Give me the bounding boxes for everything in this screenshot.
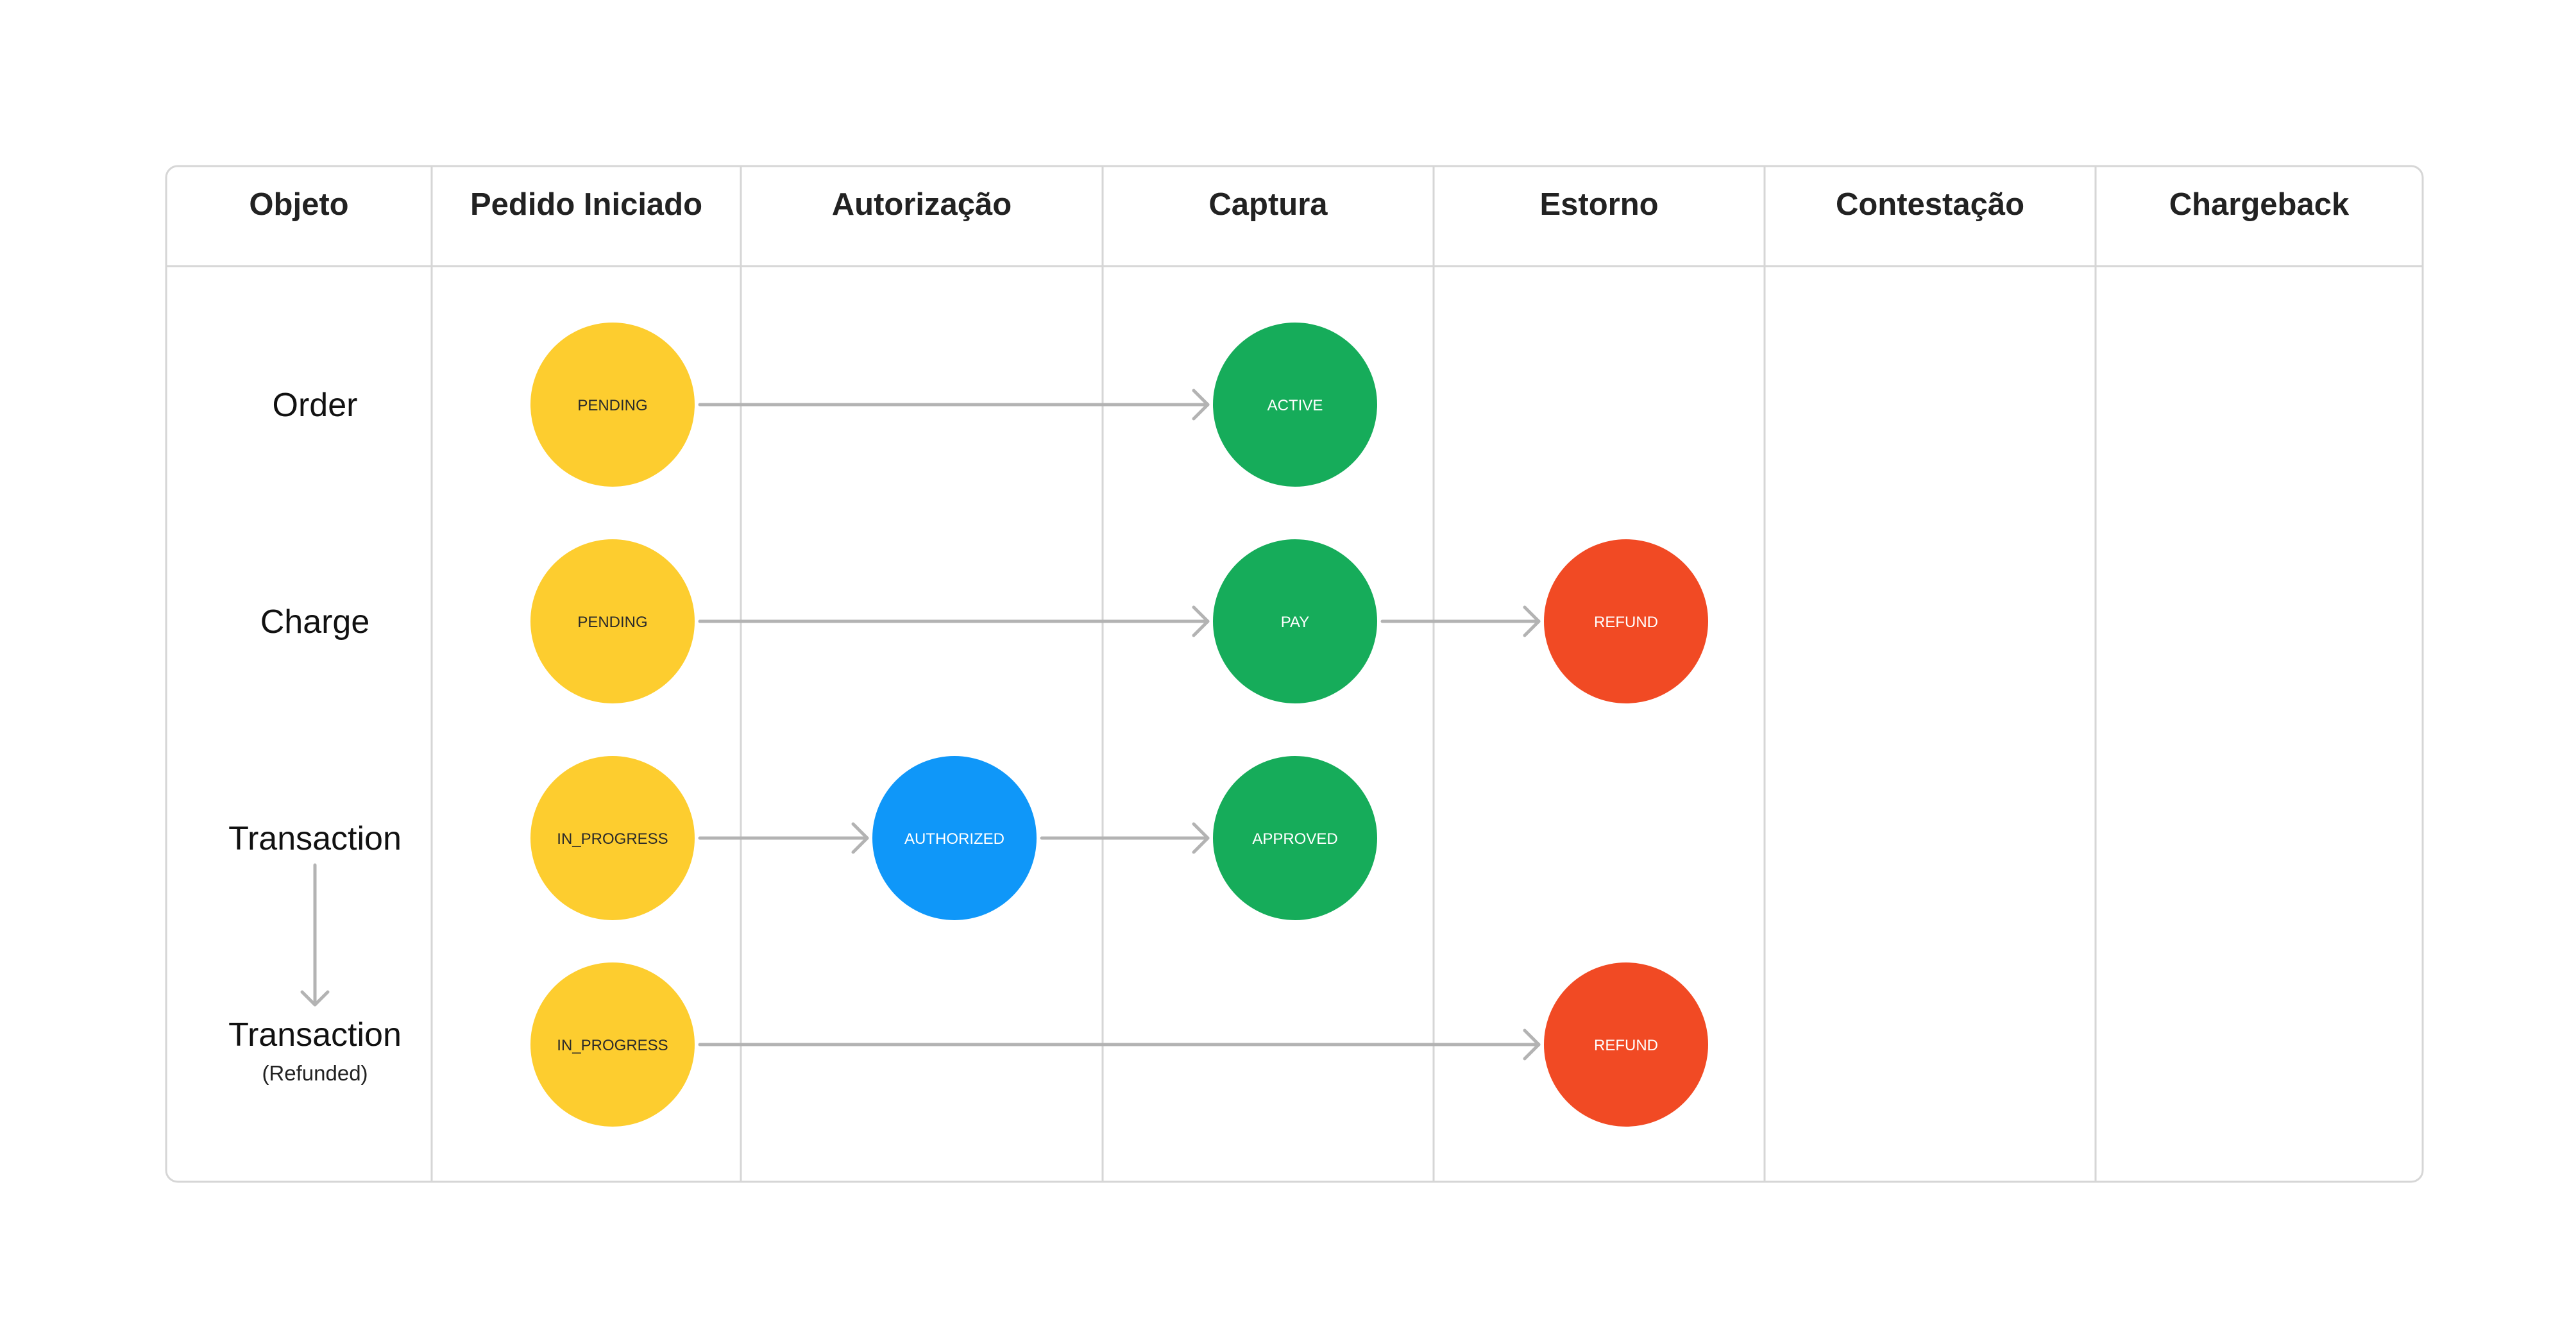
column-headers: Objeto Pedido Iniciado Autorização Captura E… [249,187,2350,222]
state-node-charge-pending: PENDING [530,539,695,703]
state-node-circle [530,962,695,1127]
state-node-label: PAY [1281,614,1309,631]
state-node-order-pending: PENDING [530,323,695,487]
table-border [165,165,2424,1183]
state-node-circle [530,756,695,920]
transition-arrow-head [1192,605,1210,637]
state-node-refunded-refund: REFUND [1544,962,1708,1127]
column-header-objeto: Objeto [249,187,348,222]
row-sublabel-transaction-refunded: (Refunded) [262,1061,368,1085]
state-node-transaction-approved: APPROVED [1213,756,1377,920]
column-header-pedido: Pedido Iniciado [470,187,702,222]
column-header-captura: Captura [1208,187,1328,222]
column-header-autorizacao: Autorização [832,187,1012,222]
state-node-label: REFUND [1594,614,1658,631]
state-node-label: PENDING [577,614,647,631]
state-node-label: AUTHORIZED [904,830,1004,848]
transition-arrow-head [1523,1029,1541,1061]
state-node-order-active: ACTIVE [1213,323,1377,487]
state-node-label: ACTIVE [1267,397,1323,414]
row-label-transaction: Transaction [228,820,402,857]
state-node-transaction-authorized: AUTHORIZED [872,756,1037,920]
state-node-refunded-in-progress: IN_PROGRESS [530,962,695,1127]
state-node-circle [1213,323,1377,487]
state-nodes: PENDING ACTIVE PENDING PAY REFUND IN_PROGRESS… [530,323,1708,1127]
table-grid [165,165,2424,1183]
state-node-label: REFUND [1594,1037,1658,1054]
transition-arrow-head [851,822,869,854]
state-node-circle [1544,962,1708,1127]
state-node-circle [530,323,695,487]
transition-arrow-head [1192,822,1210,854]
state-node-transaction-in-progress: IN_PROGRESS [530,756,695,920]
state-node-charge-refund: REFUND [1544,539,1708,703]
state-node-label: PENDING [577,397,647,414]
column-header-estorno: Estorno [1539,187,1658,222]
state-node-circle [1544,539,1708,703]
column-header-contestacao: Contestação [1836,187,2024,222]
row-label-transaction-refunded: Transaction [228,1016,402,1054]
row-links [300,863,330,1007]
row-labels: OrderChargeTransactionTransaction(Refund… [228,387,402,1085]
transitions [698,389,1541,1061]
state-node-circle [1213,539,1377,703]
state-node-circle [530,539,695,703]
column-header-chargeback: Chargeback [2169,187,2350,222]
state-node-charge-pay: PAY [1213,539,1377,703]
row-link-arrow-head [300,990,330,1007]
transition-arrow-head [1192,389,1210,421]
row-label-charge: Charge [260,603,370,641]
state-node-label: IN_PROGRESS [557,830,668,848]
state-node-label: APPROVED [1252,830,1337,848]
state-node-circle [872,756,1037,920]
state-node-label: IN_PROGRESS [557,1037,668,1054]
row-label-order: Order [273,387,358,424]
transition-arrow-head [1523,605,1541,637]
state-node-circle [1213,756,1377,920]
